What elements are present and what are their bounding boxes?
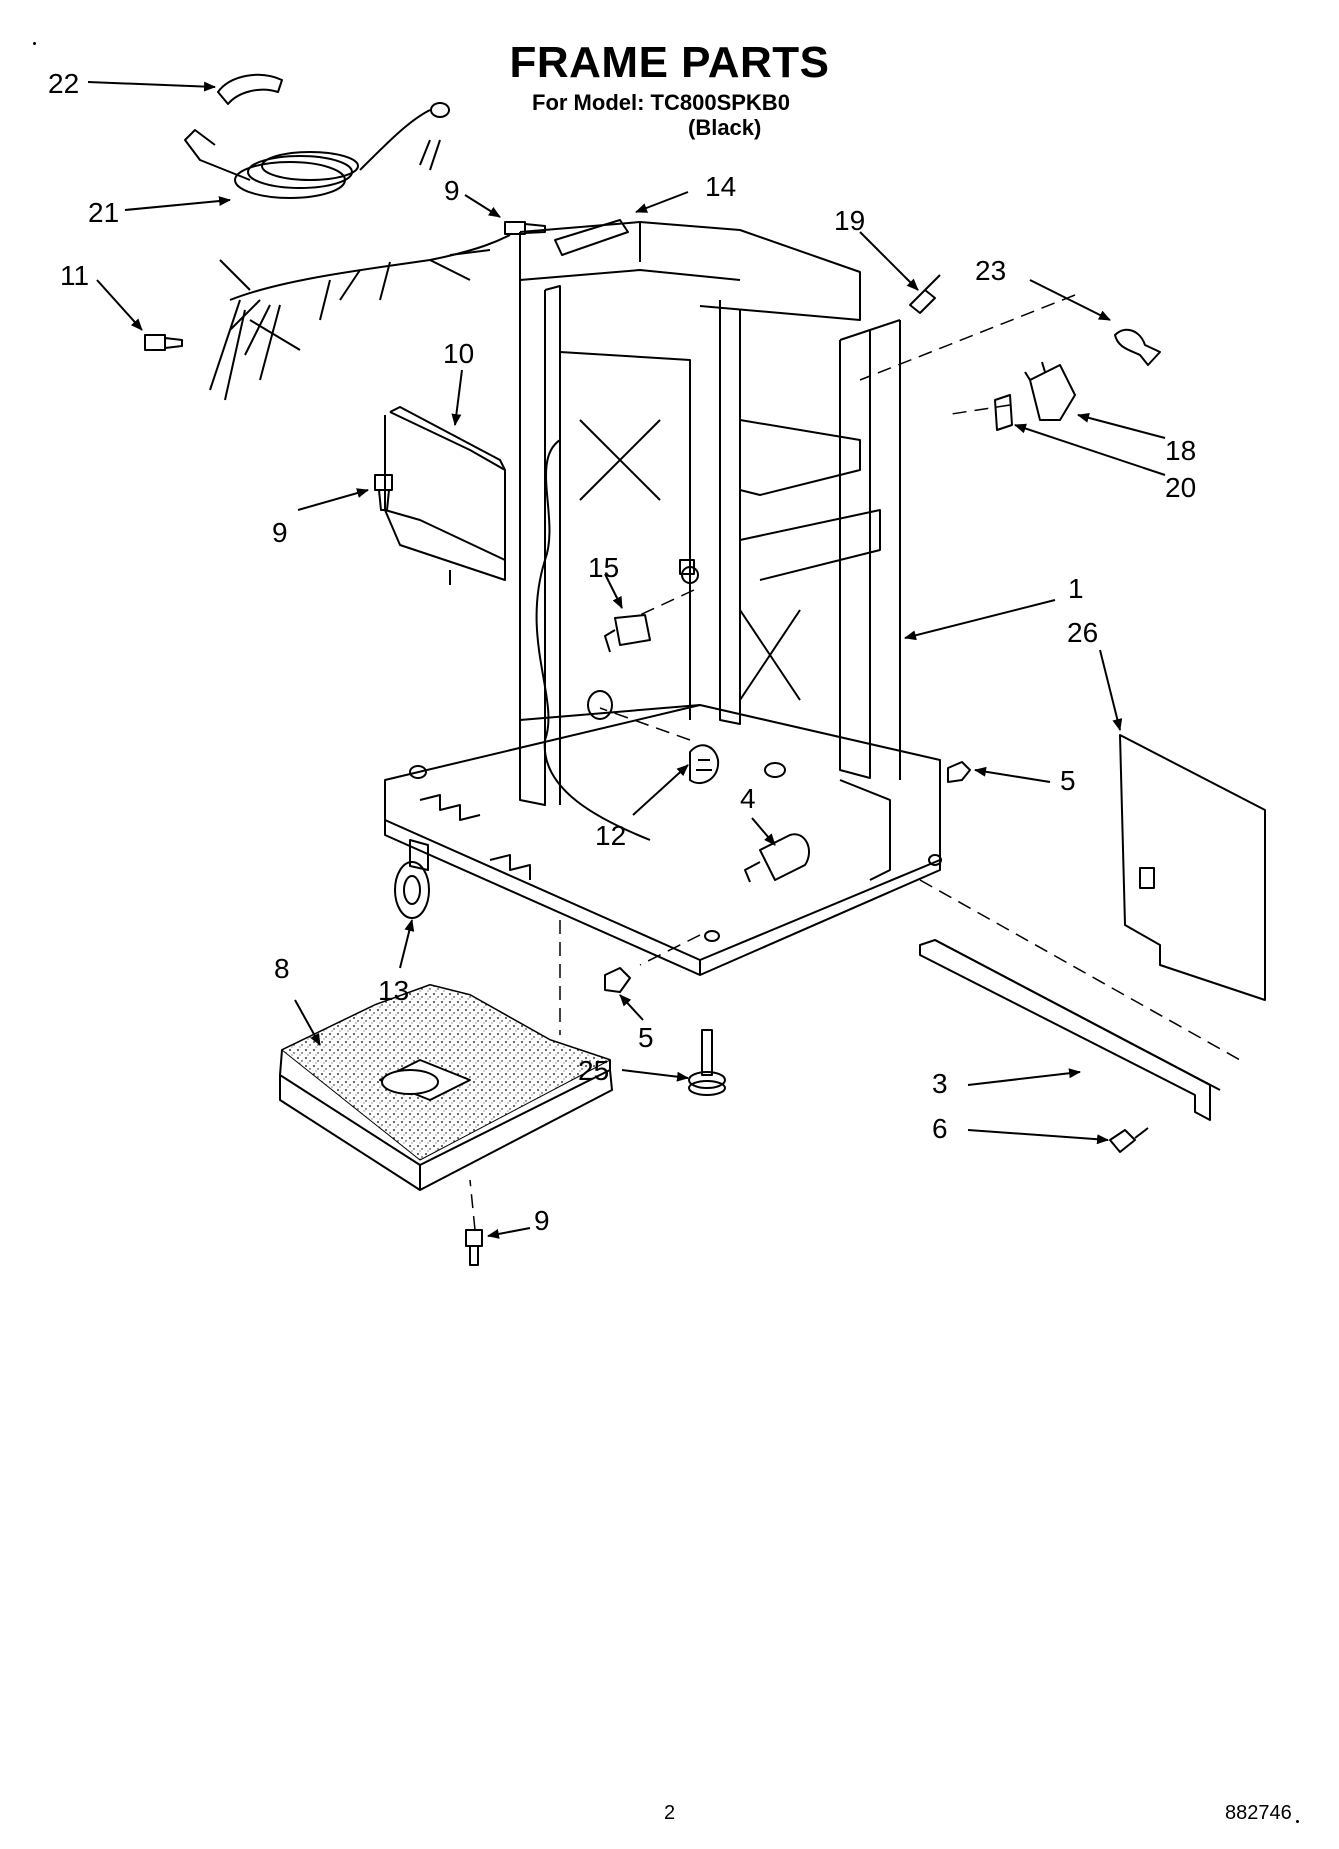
callout-26: 26: [1067, 617, 1098, 648]
leader-25: [621, 1069, 689, 1082]
shield-part-10: [384, 406, 506, 585]
bracket-part-14: [554, 219, 629, 256]
callout-11: 11: [60, 260, 89, 291]
corner-dot: [33, 42, 36, 45]
leader-18: [1077, 412, 1166, 439]
callout-9-top: 9: [444, 175, 460, 206]
clip-part-23: [1114, 328, 1161, 366]
panel-slot: [1139, 867, 1155, 889]
clip-part-15: [604, 614, 651, 653]
leader-9-left: [297, 488, 369, 511]
cable-clip: [217, 73, 283, 105]
leader-23: [1029, 279, 1111, 321]
nut-part-5-left: [604, 967, 631, 993]
callout-14: 14: [705, 171, 736, 202]
callout-9-left: 9: [272, 517, 288, 548]
callout-6: 6: [932, 1113, 948, 1144]
screw-part-6: [1109, 1127, 1149, 1153]
callout-13: 13: [378, 975, 409, 1006]
leader-10: [451, 369, 463, 426]
callout-10: 10: [443, 338, 474, 369]
leader-15: [604, 573, 623, 609]
callout-23: 23: [975, 255, 1006, 286]
leader-22: [87, 81, 216, 92]
page-number: 2: [664, 1802, 676, 1824]
callout-9-bottom: 9: [534, 1205, 550, 1236]
callout-18: 18: [1165, 435, 1196, 466]
callout-22: 22: [48, 68, 79, 99]
callout-20: 20: [1165, 472, 1196, 503]
nut-part-5-right: [947, 761, 971, 783]
screw-part-9-left: [374, 474, 393, 511]
leader-3: [967, 1068, 1081, 1086]
leader-5-right: [974, 766, 1051, 783]
screw-part-9-bottom: [465, 1229, 483, 1266]
wire-harness: [184, 102, 511, 401]
leader-21: [124, 196, 231, 211]
leveling-leg-part-25: [688, 1029, 726, 1096]
leader-9-top: [464, 194, 501, 218]
model-label: For Model: TC800SPKB0: [532, 90, 790, 115]
screw-part-9-top: [504, 221, 546, 235]
callout-3: 3: [932, 1068, 948, 1099]
leader-19: [859, 231, 919, 291]
callout-21: 21: [88, 197, 119, 228]
caster-part-13: [394, 839, 430, 919]
color-label: (Black): [688, 115, 762, 140]
callout-1: 1: [1068, 573, 1084, 604]
cabinet-frame: [384, 221, 942, 976]
screw-part-11: [144, 334, 183, 351]
callout-4: 4: [740, 783, 756, 814]
callout-8: 8: [274, 953, 290, 984]
leader-12: [632, 764, 689, 816]
panel-part-26: [1119, 734, 1266, 1001]
switch-part-4: [744, 833, 810, 883]
leader-4: [751, 817, 776, 846]
leader-11: [96, 279, 143, 331]
leader-5-left: [619, 994, 644, 1021]
page-title: FRAME PARTS: [509, 38, 830, 87]
callout-5-right: 5: [1060, 765, 1076, 796]
leader-1: [904, 599, 1056, 641]
leader-26: [1099, 649, 1123, 731]
leader-14: [635, 191, 689, 213]
callout-19: 19: [834, 205, 865, 236]
switch-assembly-18-20: [994, 361, 1076, 431]
callout-5-left: 5: [638, 1022, 654, 1053]
grommet-part-12: [689, 744, 720, 785]
leader-6: [967, 1129, 1109, 1145]
leader-20: [1014, 423, 1166, 476]
callout-15: 15: [588, 552, 619, 583]
document-number: 882746: [1225, 1802, 1292, 1824]
callout-25: 25: [578, 1055, 609, 1086]
leader-13: [399, 919, 415, 969]
leader-9-bottom: [487, 1227, 531, 1239]
screw-part-19: [909, 274, 941, 314]
leader-8: [294, 999, 321, 1046]
callout-12: 12: [595, 820, 626, 851]
footer-dot: [1296, 1820, 1299, 1823]
